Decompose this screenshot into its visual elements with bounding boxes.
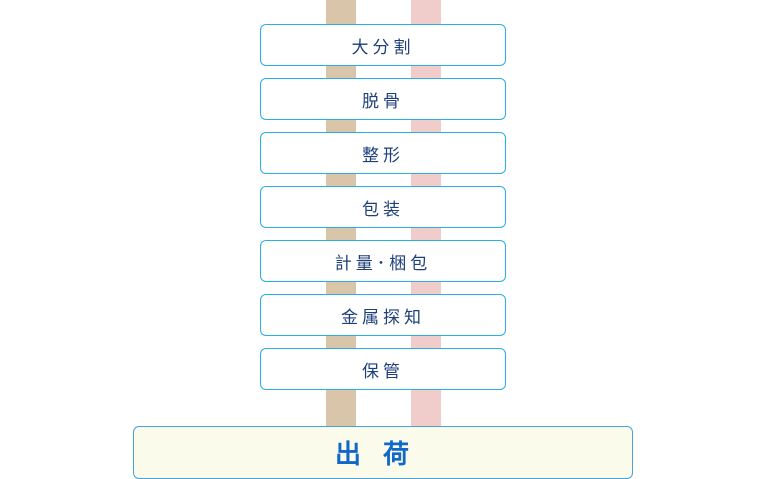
step-box: 大分割 bbox=[260, 24, 506, 66]
step-label: 金属探知 bbox=[341, 307, 425, 328]
step-box: 保管 bbox=[260, 348, 506, 390]
final-step-label: 出荷 bbox=[334, 440, 431, 470]
step-box: 包装 bbox=[260, 186, 506, 228]
step-label: 脱骨 bbox=[362, 91, 404, 112]
step-label: 包装 bbox=[362, 199, 404, 220]
step-box: 金属探知 bbox=[260, 294, 506, 336]
step-box: 脱骨 bbox=[260, 78, 506, 120]
step-box: 整形 bbox=[260, 132, 506, 174]
step-label: 大分割 bbox=[351, 37, 415, 58]
step-box: 計量･梱包 bbox=[260, 240, 506, 282]
step-label: 保管 bbox=[362, 361, 404, 382]
step-label: 計量･梱包 bbox=[334, 253, 432, 274]
step-label: 整形 bbox=[362, 145, 404, 166]
final-step-box: 出荷 bbox=[133, 426, 633, 479]
